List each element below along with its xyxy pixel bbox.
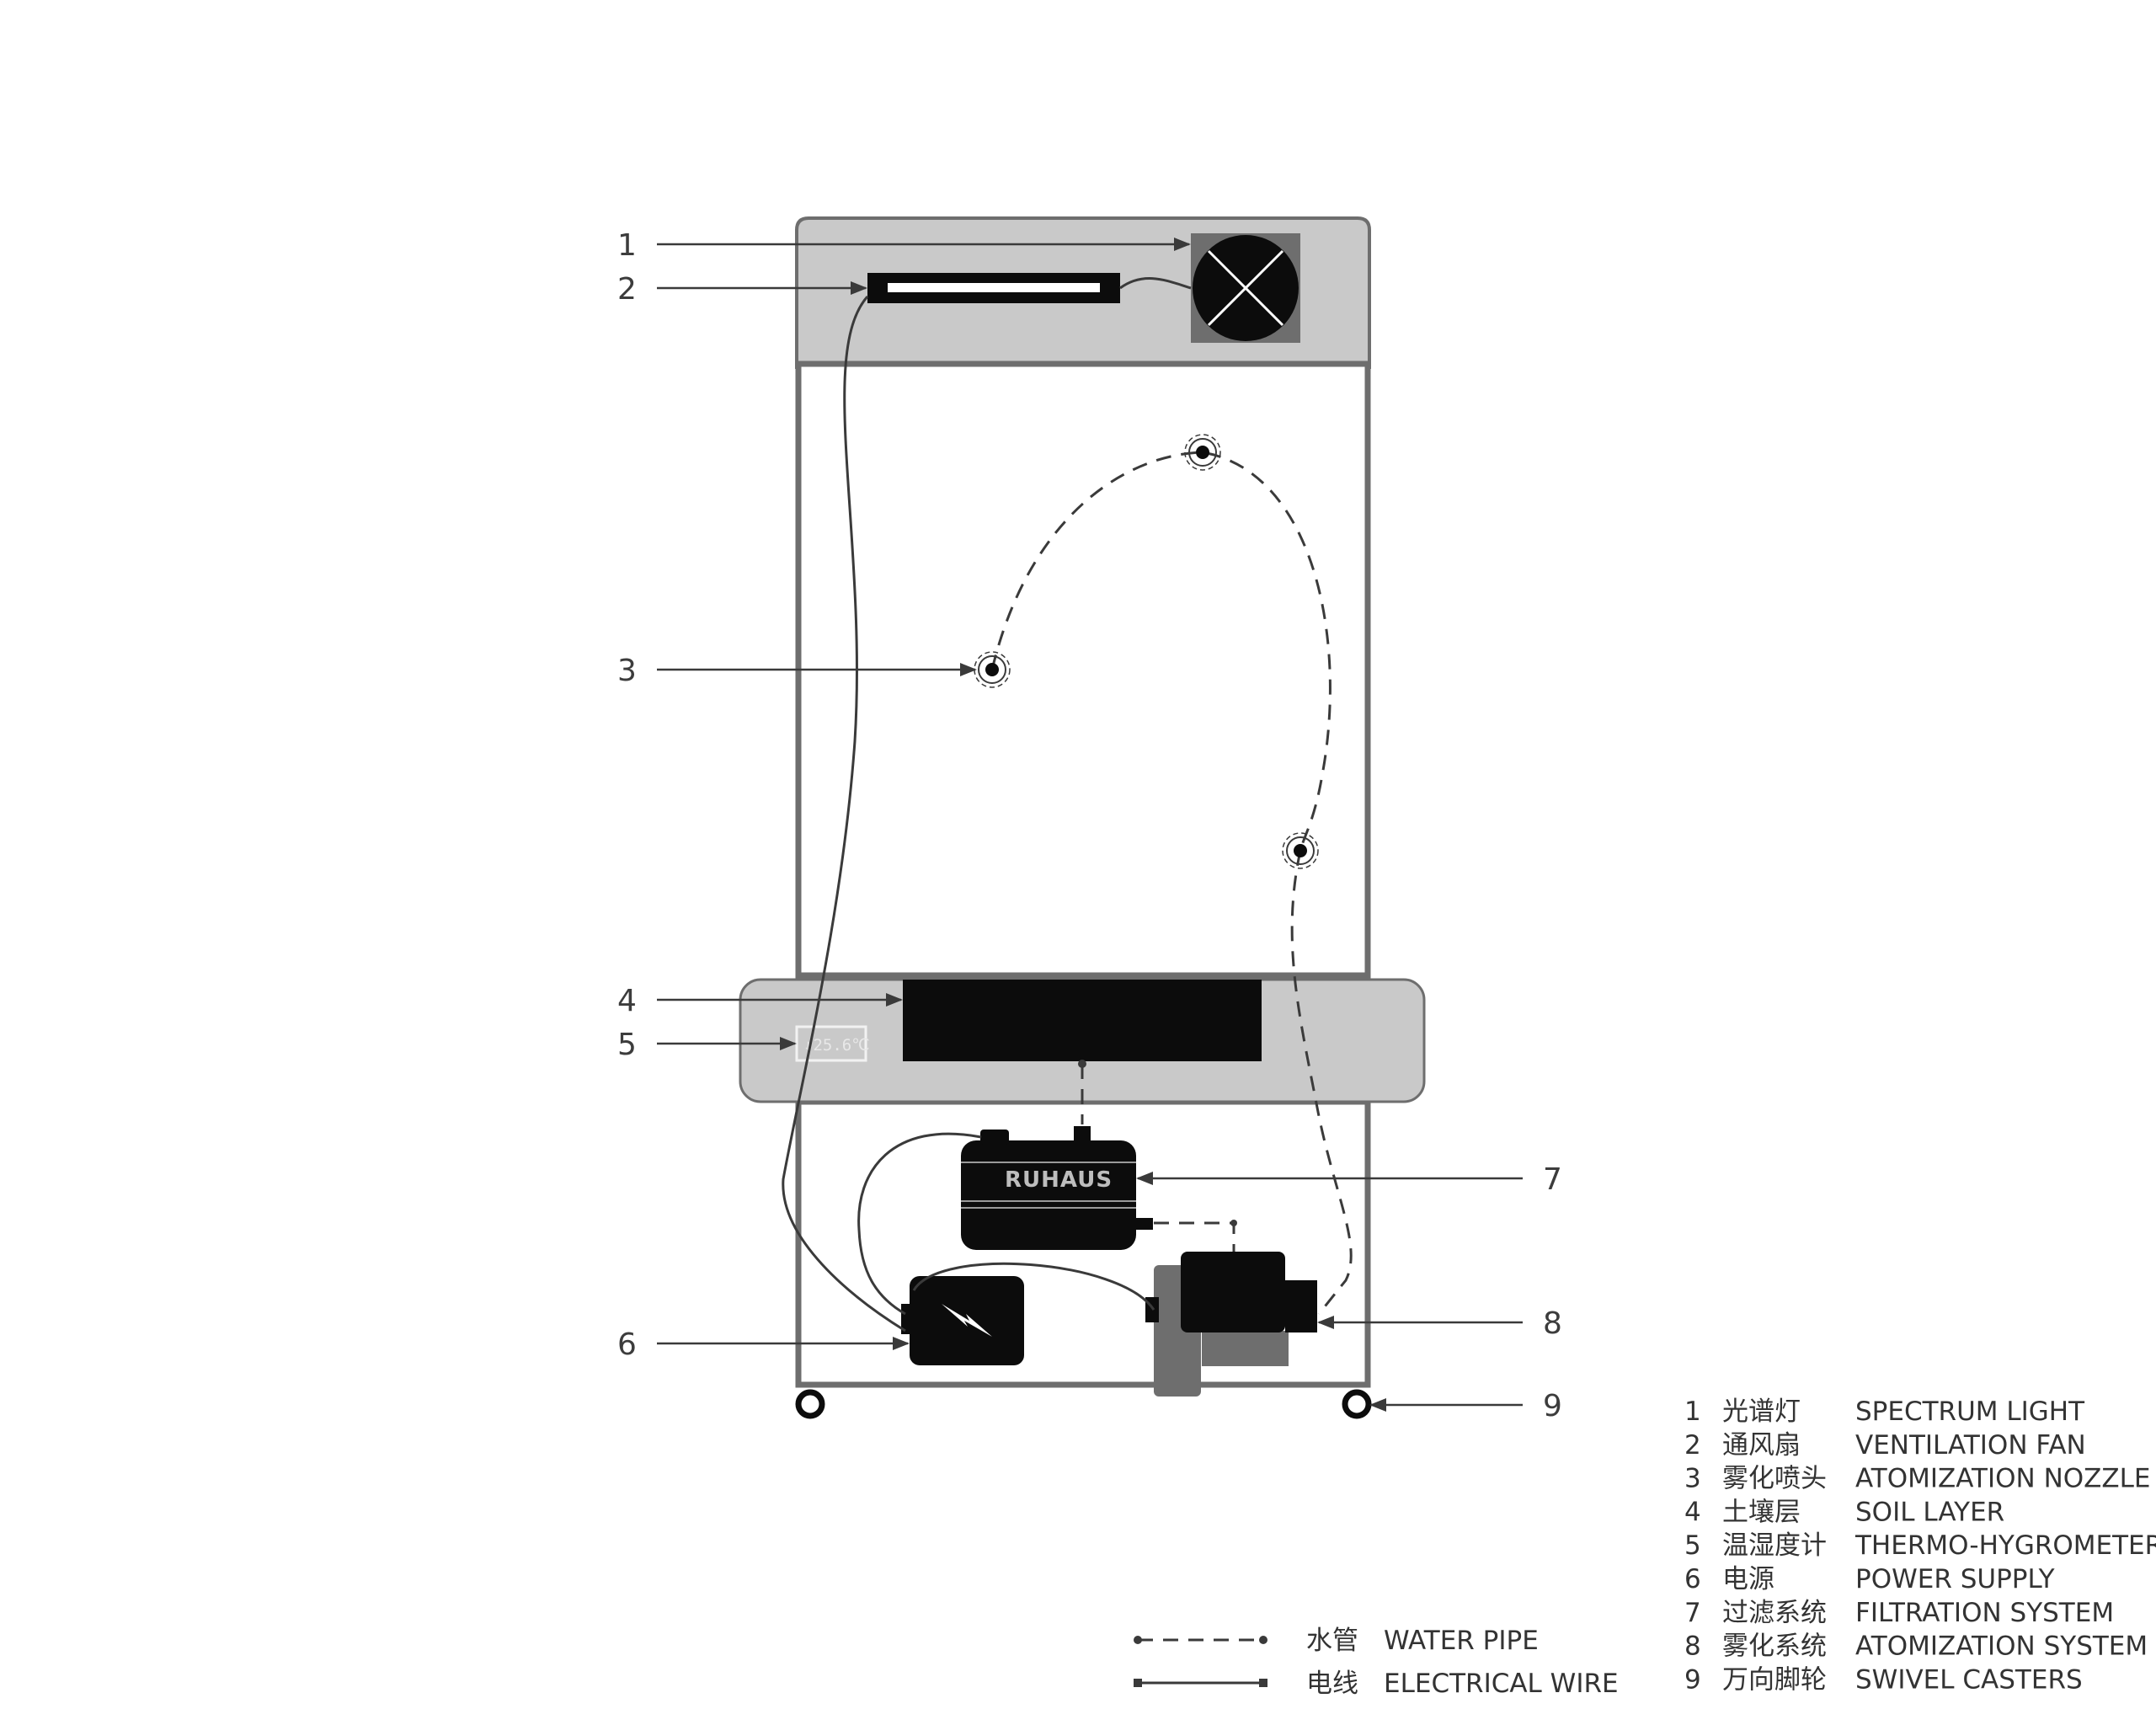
callout-6: 6 (617, 1327, 637, 1362)
lightning-bolt-icon (942, 1304, 992, 1337)
legend-row-zh: 光谱灯 (1722, 1397, 1801, 1427)
legend-row-zh: 雾化系统 (1722, 1632, 1827, 1662)
callout-1: 1 (617, 228, 637, 263)
legend-row-number: 9 (1684, 1664, 1701, 1695)
legend-row: 7 过滤系统 FILTRATION SYSTEM (1684, 1598, 2114, 1628)
legend-row-en: POWER SUPPLY (1855, 1564, 2055, 1594)
wire-filter-to-power (857, 1132, 982, 1316)
legend-row-zh: 万向脚轮 (1722, 1664, 1827, 1695)
legend-row: 9 万向脚轮 SWIVEL CASTERS (1684, 1664, 2083, 1695)
pipe-nozzle-loop (990, 451, 1331, 852)
caster-wheel-icon (795, 1389, 825, 1419)
atomization-nozzles (974, 434, 1319, 869)
legend-water-pipe: 水管 WATER PIPE (1134, 1626, 1539, 1656)
callout-7: 7 (1543, 1162, 1562, 1197)
spectrum-light (867, 273, 1120, 303)
legend-row: 6 电源 POWER SUPPLY (1684, 1564, 2055, 1594)
legend-row-number: 6 (1684, 1564, 1701, 1594)
legend-row-zh: 温湿度计 (1722, 1530, 1827, 1561)
legend-row-en: VENTILATION FAN (1855, 1430, 2086, 1461)
legend-row-number: 3 (1684, 1464, 1701, 1494)
thermo-hygrometer: ↓25.6℃ (795, 1025, 870, 1062)
filter-brand-label: RUHAUS (1005, 1167, 1113, 1193)
legend-row-number: 1 (1684, 1397, 1701, 1427)
filtration-system: RUHAUS (961, 1126, 1153, 1250)
spray-nozzle-icon (1184, 434, 1221, 471)
callout-9: 9 (1543, 1389, 1562, 1423)
legend-row-en: SOIL LAYER (1855, 1497, 2004, 1527)
legend-row-number: 8 (1684, 1632, 1701, 1662)
soil-layer (903, 980, 1262, 1061)
legend-row: 3 雾化喷头 ATOMIZATION NOZZLE (1684, 1464, 2151, 1494)
callout-3: 3 (617, 654, 637, 688)
legend-row-number: 4 (1684, 1497, 1701, 1527)
pipe-nozzle-to-atomizer (1290, 850, 1353, 1315)
legend-row-en: ATOMIZATION SYSTEM (1855, 1632, 2148, 1662)
legend-row-en: FILTRATION SYSTEM (1855, 1598, 2114, 1628)
wire-light-to-power (782, 296, 906, 1332)
pipe-joint (1078, 1060, 1086, 1068)
water-pipe-zh: 水管 (1306, 1626, 1358, 1656)
pipe-joint (1230, 1220, 1237, 1226)
water-pipe-en: WATER PIPE (1384, 1626, 1539, 1656)
legend-row-en: SWIVEL CASTERS (1855, 1664, 2083, 1695)
electrical-wire-en: ELECTRICAL WIRE (1384, 1669, 1619, 1699)
caster-wheel-icon (1342, 1389, 1372, 1419)
ventilation-fan (1191, 233, 1300, 343)
legend-row-zh: 电源 (1722, 1564, 1774, 1594)
electrical-wires (782, 276, 1192, 1332)
legend-row: 8 雾化系统 ATOMIZATION SYSTEM (1684, 1632, 2148, 1662)
legend-row: 1 光谱灯 SPECTRUM LIGHT (1684, 1397, 2085, 1427)
line-legend: 水管 WATER PIPE 电线 ELECTRICAL WIRE (1134, 1626, 1619, 1699)
legend-row-number: 5 (1684, 1530, 1701, 1561)
legend-row-en: SPECTRUM LIGHT (1855, 1397, 2085, 1427)
callout-5: 5 (617, 1028, 637, 1062)
legend-row-zh: 土壤层 (1722, 1497, 1801, 1527)
legend-row-number: 7 (1684, 1598, 1701, 1628)
callout-numbers: 1 2 3 4 5 6 7 8 9 (617, 228, 1562, 1423)
wire-atomizer-to-power (912, 1262, 1155, 1311)
legend-row-number: 2 (1684, 1430, 1701, 1461)
legend-row-zh: 通风扇 (1722, 1430, 1801, 1461)
thermo-display: ↓25.6℃ (803, 1036, 870, 1055)
legend-row: 5 温湿度计 THERMO-HYGROMETER (1684, 1530, 2156, 1561)
atomization-system (1145, 1252, 1317, 1397)
callout-8: 8 (1543, 1306, 1562, 1341)
wire-light-to-fan (1119, 276, 1192, 290)
electrical-wire-zh: 电线 (1306, 1669, 1358, 1699)
component-legend: 1 光谱灯 SPECTRUM LIGHT 2 通风扇 VENTILATION FAN 3 雾化… (1684, 1397, 2156, 1695)
legend-row-en: THERMO-HYGROMETER (1854, 1530, 2156, 1561)
callout-arrows (657, 238, 1523, 1412)
legend-row: 2 通风扇 VENTILATION FAN (1684, 1430, 2086, 1461)
spray-nozzle-icon (1282, 832, 1319, 869)
caster-left (795, 1389, 825, 1419)
callout-4: 4 (617, 984, 637, 1018)
legend-row-zh: 过滤系统 (1722, 1598, 1827, 1628)
caster-right (1342, 1389, 1372, 1419)
power-supply (901, 1276, 1024, 1365)
legend-row-en: ATOMIZATION NOZZLE (1855, 1464, 2151, 1494)
legend-row: 4 土壤层 SOIL LAYER (1684, 1497, 2004, 1527)
legend-row-zh: 雾化喷头 (1722, 1464, 1827, 1494)
legend-electrical-wire: 电线 ELECTRICAL WIRE (1134, 1669, 1619, 1699)
callout-2: 2 (617, 272, 637, 307)
